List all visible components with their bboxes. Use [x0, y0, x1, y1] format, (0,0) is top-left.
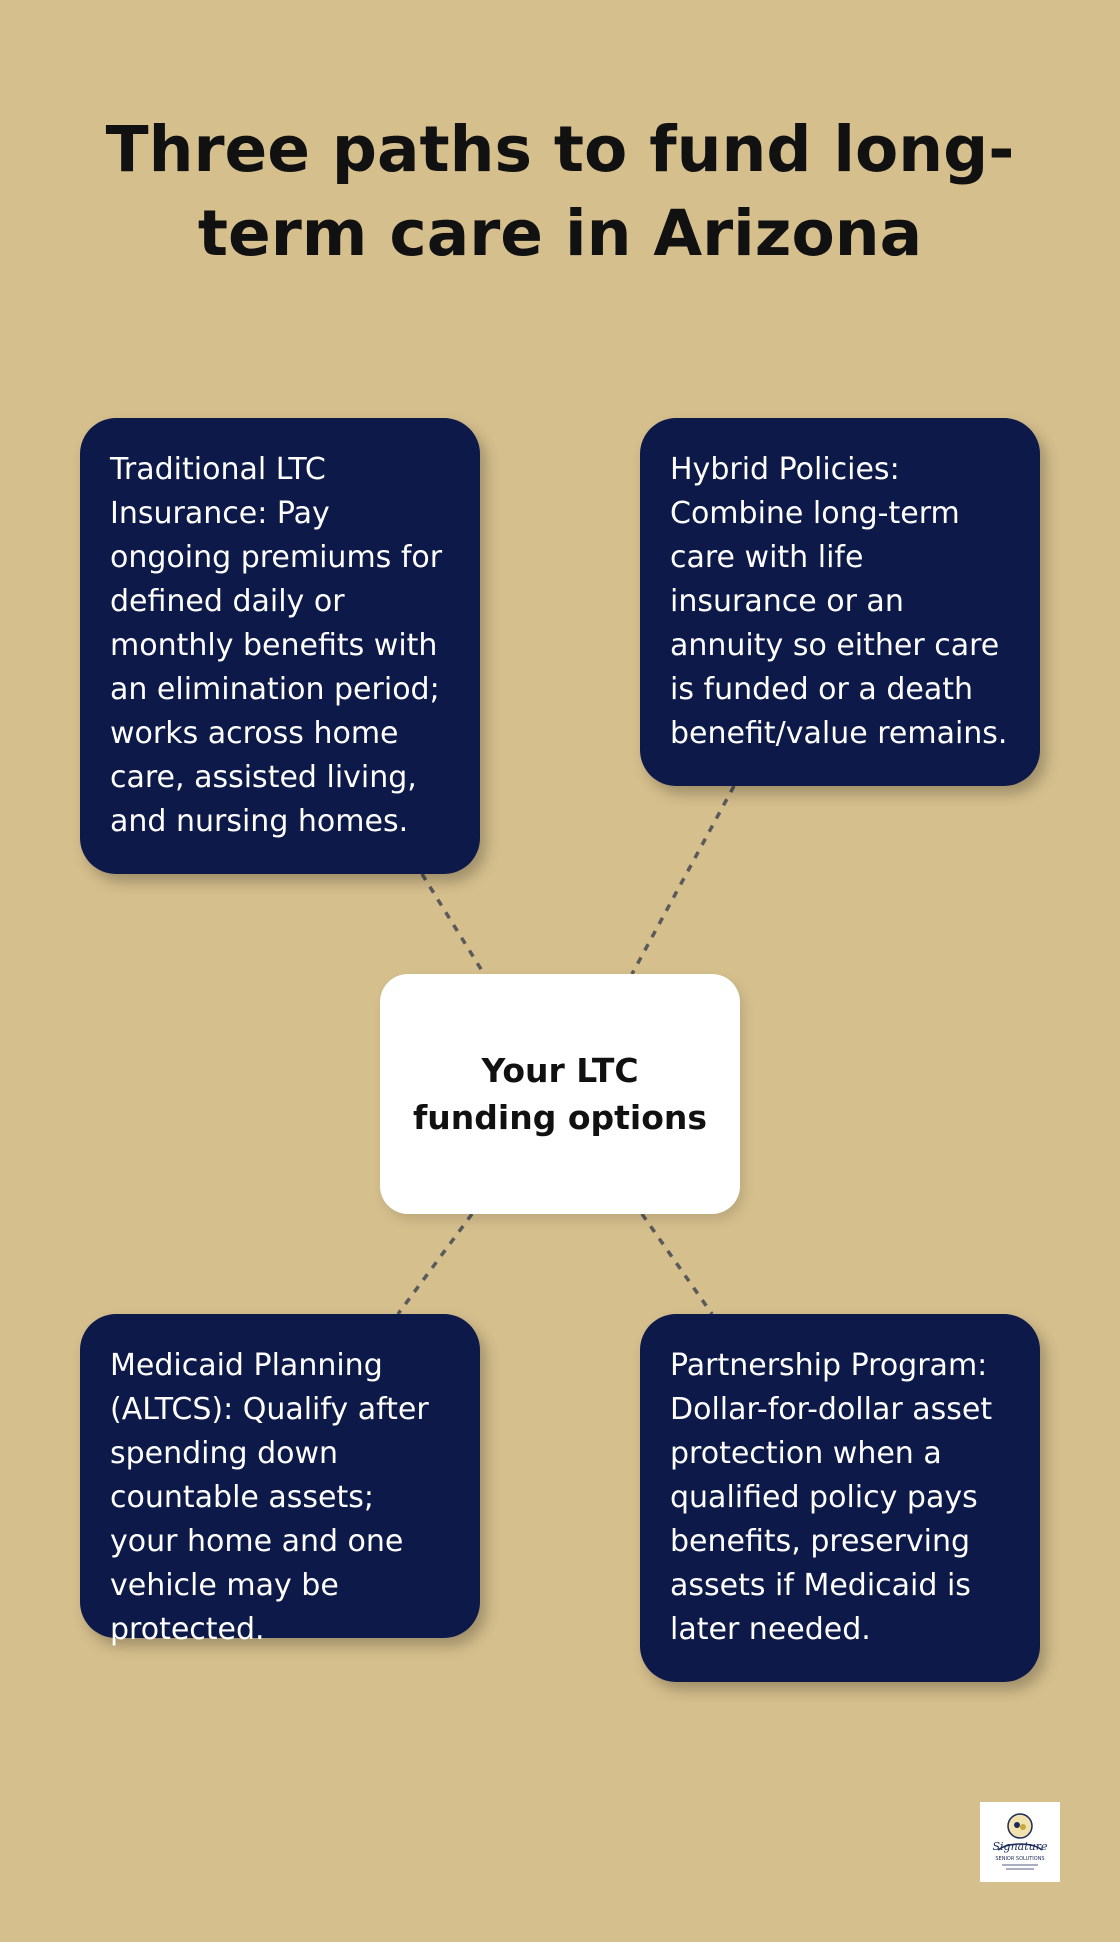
center-node: Your LTC funding options — [380, 974, 740, 1214]
card-medicaid-planning: Medicaid Planning (ALTCS): Qualify after… — [80, 1314, 480, 1647]
card-partnership-program: Partnership Program: Dollar-for-dollar a… — [640, 1314, 1040, 1682]
connector-top-right — [630, 785, 736, 975]
card-text: Hybrid Policies: Combine long-term care … — [670, 452, 1008, 751]
card-text: Partnership Program: Dollar-for-dollar a… — [670, 1348, 993, 1647]
connector-top-left — [420, 873, 486, 975]
logo-mark-icon: Signature SENIOR SOLUTIONS — [992, 1813, 1048, 1870]
card-text: Medicaid Planning (ALTCS): Qualify after… — [110, 1348, 429, 1647]
card-traditional-ltc-insurance: Traditional LTC Insurance: Pay ongoing p… — [80, 418, 480, 874]
card-text: Traditional LTC Insurance: Pay ongoing p… — [110, 452, 443, 839]
svg-text:SENIOR SOLUTIONS: SENIOR SOLUTIONS — [995, 1856, 1044, 1862]
page-title: Three paths to fund long-term care in Ar… — [105, 113, 1015, 270]
brand-logo: Signature SENIOR SOLUTIONS — [980, 1802, 1060, 1882]
center-label: Your LTC funding options — [412, 1051, 708, 1137]
card-hybrid-policies: Hybrid Policies: Combine long-term care … — [640, 418, 1040, 786]
connector-bottom-right — [640, 1212, 714, 1316]
svg-text:Signature: Signature — [992, 1840, 1048, 1853]
connector-bottom-left — [396, 1212, 474, 1316]
